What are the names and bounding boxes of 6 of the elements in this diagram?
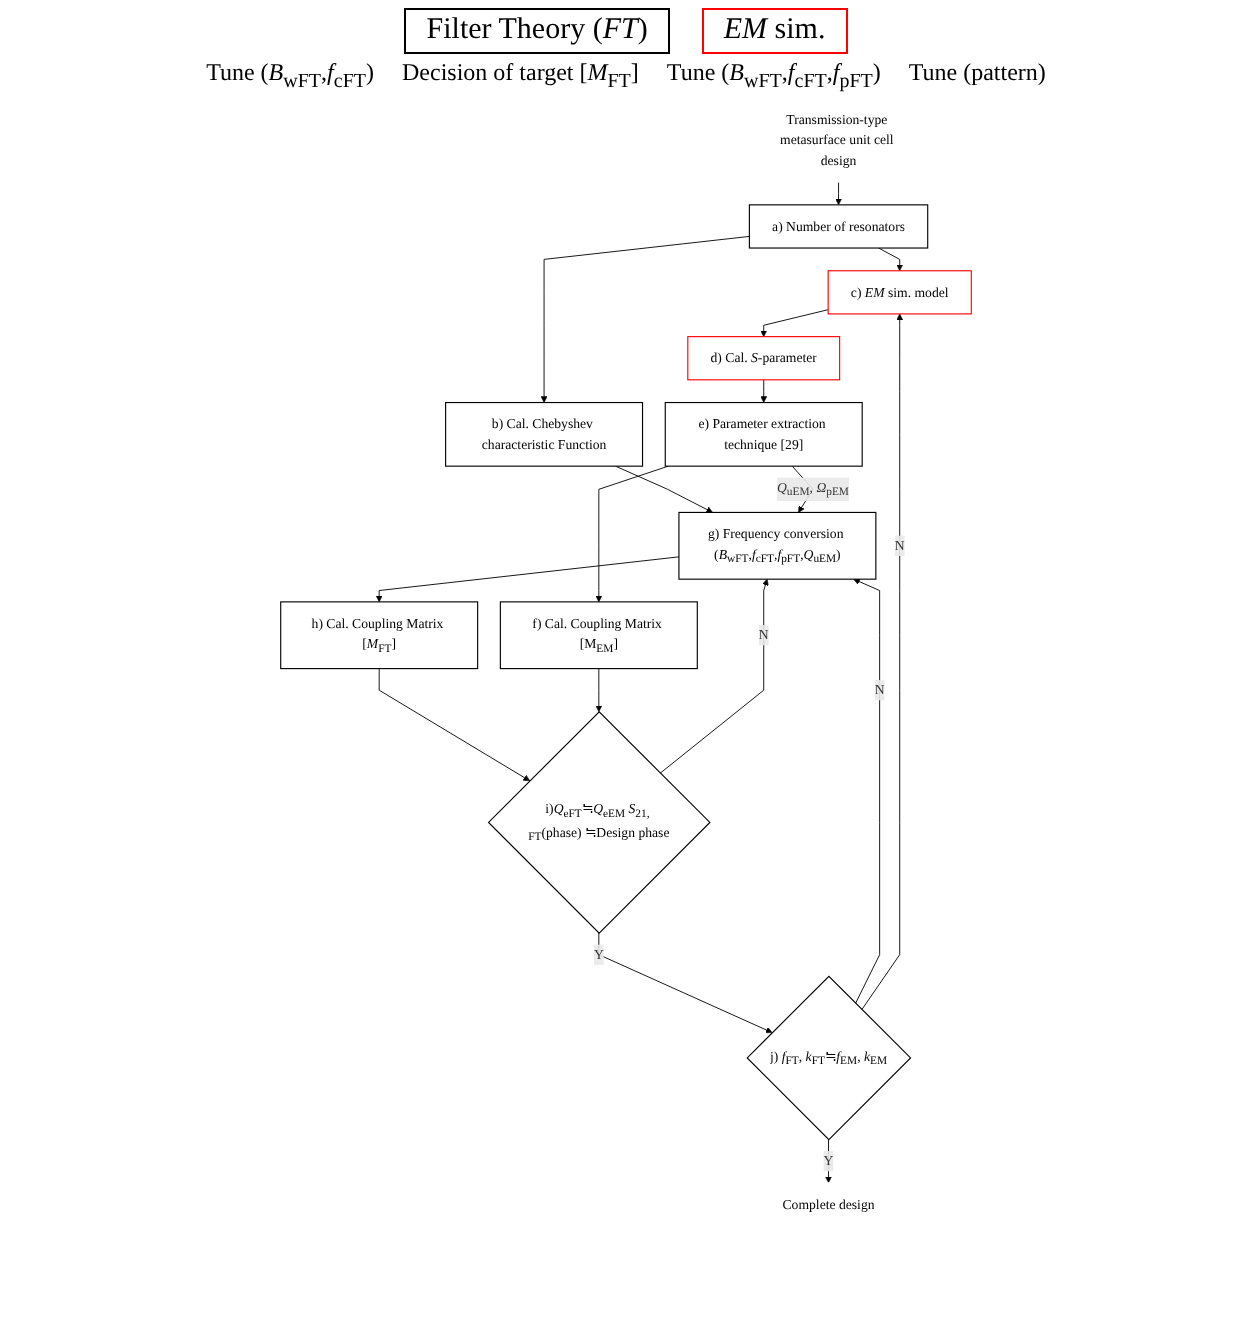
legend-box: EM sim. [701, 8, 848, 54]
note-text: Tune (B$_{wFT}$,f$_{cFT}$) [206, 58, 374, 93]
note-text: Tune (pattern) [908, 58, 1046, 90]
note-text: Decision of target [M$_{FT}$] [402, 58, 639, 93]
legend-box: Filter Theory (FT) [404, 8, 670, 54]
note-text: Tune (B$_{wFT}$,f$_{cFT}$,f$_{pFT}$) [666, 58, 881, 93]
